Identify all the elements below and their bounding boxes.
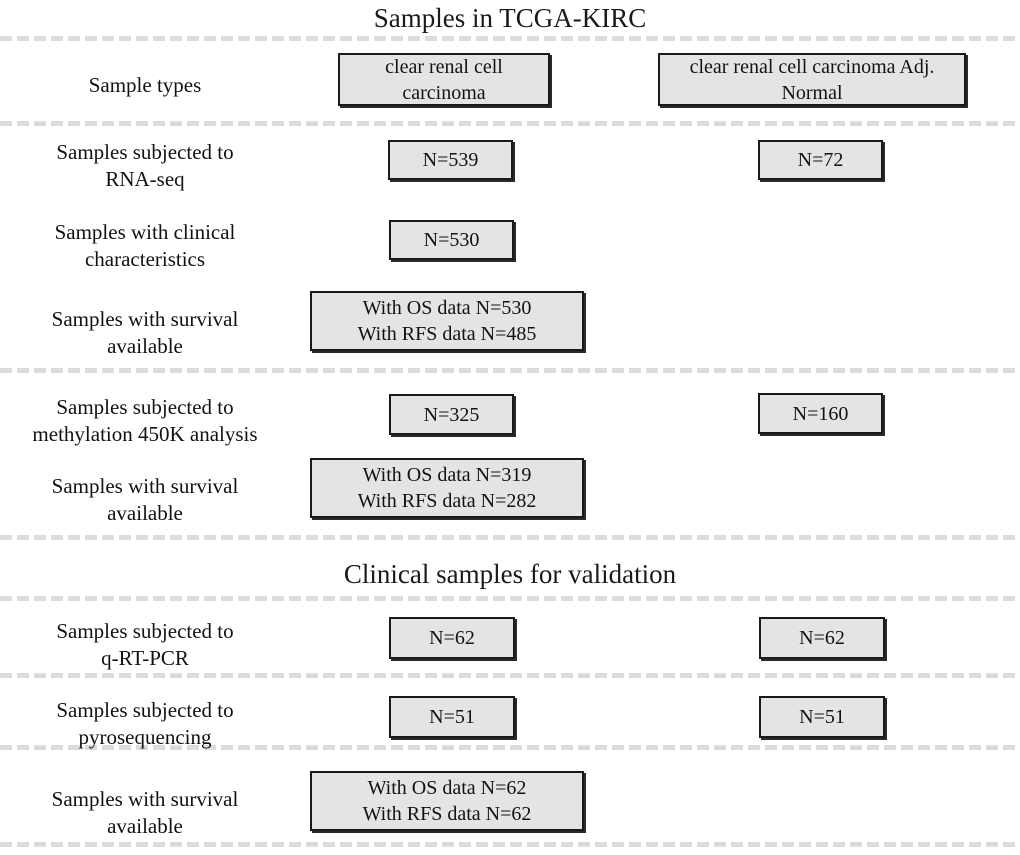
box-methylation-450k-tumor: N=325 — [389, 394, 514, 435]
divider-3 — [0, 368, 1020, 373]
box-line: With RFS data N=282 — [357, 490, 537, 512]
box-line: N=530 — [423, 229, 480, 251]
box-survival-rnaseq-tumor: With OS data N=530 With RFS data N=485 — [310, 291, 584, 351]
box-line: N=62 — [799, 627, 845, 649]
box-line: clear renal cell — [385, 55, 503, 78]
box-line: N=72 — [797, 149, 844, 171]
box-line: clear renal cell carcinoma Adj. — [689, 55, 935, 78]
box-line: N=51 — [429, 706, 475, 728]
row-label-sample-types: Sample types — [88, 73, 202, 97]
divider-2 — [0, 121, 1020, 126]
section-title-validation: Clinical samples for validation — [343, 559, 677, 589]
divider-4 — [0, 535, 1020, 540]
box-q-rt-pcr-normal: N=62 — [759, 617, 885, 659]
box-line: N=62 — [429, 627, 475, 649]
box-sample-types-tumor: clear renal cell carcinoma — [338, 53, 550, 106]
box-pyrosequencing-normal: N=51 — [759, 696, 885, 738]
box-line: N=51 — [799, 706, 845, 728]
row-label-q-rt-pcr: Samples subjected to q-RT-PCR — [56, 619, 234, 670]
divider-6 — [0, 673, 1020, 678]
box-line: carcinoma — [402, 81, 486, 104]
divider-8 — [0, 842, 1020, 847]
box-survival-validation-tumor: With OS data N=62 With RFS data N=62 — [310, 771, 584, 831]
divider-5 — [0, 596, 1020, 601]
row-label-survival-methylation: Samples with survival available — [51, 474, 239, 525]
box-clinical-characteristics-tumor: N=530 — [389, 220, 514, 260]
row-label-survival-rnaseq: Samples with survival available — [51, 307, 239, 358]
row-label-pyrosequencing: Samples subjected to pyrosequencing — [56, 698, 234, 749]
box-rna-seq-tumor: N=539 — [388, 140, 513, 180]
box-line: N=325 — [423, 403, 480, 426]
box-line: With OS data N=530 — [362, 297, 532, 319]
row-label-clinical-characteristics: Samples with clinical characteristics — [54, 220, 236, 271]
box-q-rt-pcr-tumor: N=62 — [389, 617, 515, 659]
box-line: With OS data N=319 — [362, 464, 532, 486]
box-line: N=160 — [792, 402, 849, 425]
box-pyrosequencing-tumor: N=51 — [389, 696, 515, 738]
divider-7 — [0, 745, 1020, 750]
row-label-methylation-450k: Samples subjected to methylation 450K an… — [32, 395, 258, 446]
section-title-tcga: Samples in TCGA-KIRC — [373, 3, 647, 33]
box-methylation-450k-normal: N=160 — [758, 393, 883, 434]
box-line: With OS data N=62 — [367, 777, 527, 799]
box-rna-seq-normal: N=72 — [758, 140, 883, 180]
box-line: Normal — [781, 81, 843, 104]
divider-1 — [0, 36, 1020, 41]
box-line: With RFS data N=485 — [357, 323, 537, 345]
box-sample-types-normal: clear renal cell carcinoma Adj. Normal — [658, 53, 966, 106]
row-label-survival-validation: Samples with survival available — [51, 787, 239, 838]
box-line: With RFS data N=62 — [362, 803, 532, 825]
row-label-rna-seq: Samples subjected to RNA-seq — [56, 140, 234, 191]
box-survival-methylation-tumor: With OS data N=319 With RFS data N=282 — [310, 458, 584, 518]
box-line: N=539 — [422, 149, 479, 171]
